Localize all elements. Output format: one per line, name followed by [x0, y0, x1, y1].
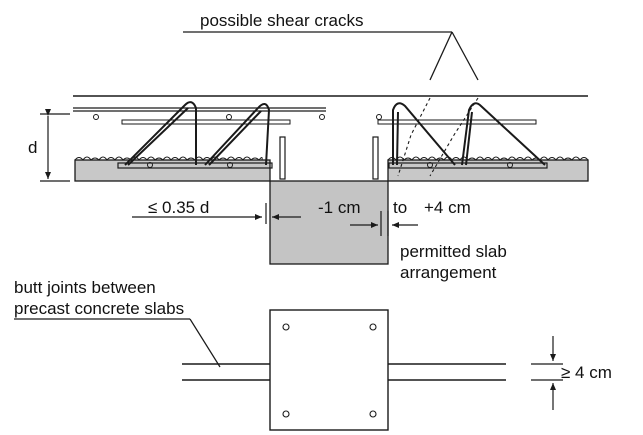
- depth-dimension: [40, 109, 70, 182]
- butt-joints-label-line1: butt joints between: [14, 278, 156, 297]
- support-length-dimension: [132, 203, 301, 224]
- tolerance-to-label: to: [393, 198, 407, 217]
- support-block: [269, 180, 389, 265]
- butt-joints-label-line2: precast concrete slabs: [14, 299, 184, 318]
- permitted-label-line1: permitted slab: [400, 242, 507, 261]
- gap-label: ≥ 4 cm: [561, 363, 612, 382]
- right-connector-bar: [372, 136, 379, 180]
- tolerance-high-label: +4 cm: [424, 198, 471, 217]
- anchor-plate: [269, 309, 389, 431]
- plan-joint-lines: [182, 363, 506, 381]
- permitted-label-line2: arrangement: [400, 263, 497, 282]
- shear-crack-lines: [397, 97, 479, 177]
- left-precast-slab: [74, 156, 271, 182]
- shear-crack-pointer: [183, 31, 479, 81]
- left-lattice-girder: [117, 101, 273, 169]
- tolerance-low-label: -1 cm: [318, 198, 361, 217]
- support-length-label: ≤ 0.35 d: [148, 198, 209, 217]
- butt-joint-leader: [189, 318, 221, 368]
- depth-label: d: [28, 138, 37, 157]
- tolerance-dimension: [350, 211, 418, 236]
- gap-dimension: [531, 336, 563, 410]
- shear-cracks-label: possible shear cracks: [200, 11, 363, 30]
- top-reinforcement-bars: [73, 107, 537, 125]
- anchor-plate-holes: [282, 323, 377, 418]
- right-precast-slab: [387, 156, 589, 182]
- left-connector-bar: [279, 136, 286, 180]
